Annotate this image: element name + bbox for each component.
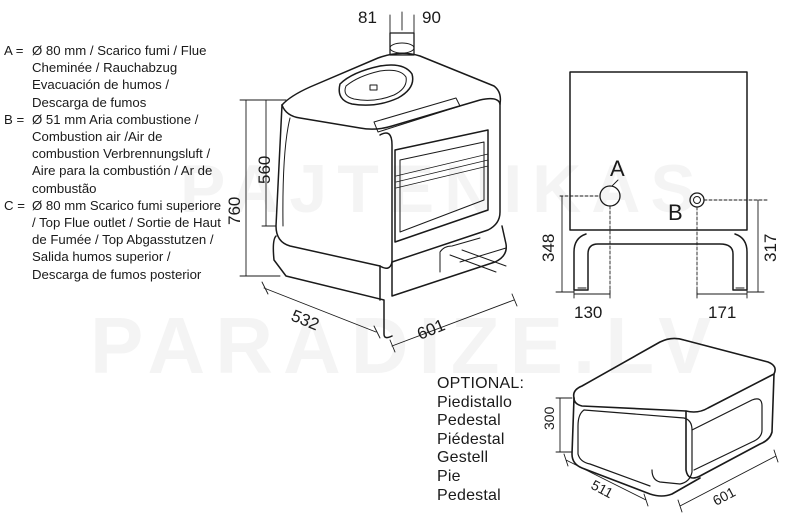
- dim-side-height-a: 348: [539, 234, 558, 262]
- dim-pedestal-height: 300: [541, 406, 557, 430]
- optional-pedestal-drawing: [571, 337, 776, 497]
- dim-line-601-pedestal: [677, 449, 779, 513]
- legend-item-b: B = Ø 51 mm Aria combustione / Combustio…: [4, 111, 222, 197]
- legend-key-b: B =: [4, 111, 25, 127]
- optional-item-3: Piédestal: [437, 430, 505, 448]
- stove-side-face-curve: [282, 117, 291, 227]
- pedestal-front-face: [571, 397, 701, 497]
- stove-hotplate: [338, 64, 414, 106]
- dim-line-760: [239, 99, 281, 277]
- stove-front-panel: [391, 103, 501, 263]
- stove-perspective-view: [272, 32, 508, 339]
- stove-door: [394, 129, 489, 243]
- stove-base-runner: [449, 249, 507, 273]
- stove-base-inner: [439, 237, 507, 273]
- stove-door-louvre: [395, 153, 489, 189]
- back-view-body: [569, 71, 748, 231]
- stove-flue-outlet: [389, 32, 415, 56]
- outlet-a-leader: [611, 179, 619, 187]
- dim-line-130-horizontal: [573, 289, 611, 299]
- legend-text-c: Ø 80 mm Scarico fumi superiore / Top Flu…: [32, 197, 222, 282]
- dim-line-560: [261, 99, 287, 227]
- dim-line-348-vertical: [555, 195, 575, 293]
- pedestal-right-face: [685, 373, 775, 479]
- dim-line-601: [389, 293, 518, 353]
- dim-line-300: [555, 397, 573, 453]
- stove-top-surface: [281, 52, 502, 106]
- dim-line-511: [563, 453, 649, 507]
- pedestal-inner-back: [691, 398, 763, 471]
- dim-line-171-horizontal: [696, 289, 748, 299]
- dim-line-flue-top: [389, 11, 415, 34]
- dim-side-height-b: 317: [761, 234, 780, 262]
- stove-flue-outlet-base: [389, 42, 415, 54]
- stove-back-view: [569, 71, 748, 291]
- legend-item-a: A = Ø 80 mm / Scarico fumi / Flue Chemin…: [4, 42, 222, 111]
- optional-item-2: Pedestal: [437, 412, 501, 430]
- watermark-line-2: PARADIZE.LV: [90, 300, 721, 392]
- optional-item-6: Pedestal: [437, 486, 501, 504]
- outlet-b-inner: [693, 196, 701, 204]
- stove-front-vertical-edge: [379, 132, 393, 269]
- legend-key-c: C =: [4, 197, 25, 213]
- stove-top-grille: [373, 97, 461, 133]
- outlet-b-circle: [689, 192, 705, 208]
- outlet-a-circle: [599, 185, 621, 207]
- back-view-dim-solid: [555, 179, 765, 299]
- dim-body-height: 560: [255, 156, 274, 184]
- stove-hotplate-inner: [344, 69, 407, 101]
- pedestal-opening: [583, 409, 693, 485]
- legend-item-c: C = Ø 80 mm Scarico fumi superiore / Top…: [4, 197, 222, 283]
- dim-side-offset-b: 171: [708, 303, 736, 322]
- stove-base-left-leg: [272, 235, 393, 339]
- legend-text-b: Ø 51 mm Aria combustione / Combustion ai…: [32, 111, 213, 196]
- legend-key-a: A =: [4, 43, 24, 58]
- dim-pedestal-width: 601: [710, 483, 738, 508]
- pedestal-top-face: [572, 337, 776, 413]
- dim-line-532: [261, 281, 381, 339]
- pedestal-dimensions: [555, 397, 779, 513]
- stove-dimensions: [239, 11, 518, 353]
- dim-width: 601: [414, 315, 447, 343]
- stove-top-front-edge: [281, 97, 501, 130]
- dim-flue-left: 81: [358, 8, 377, 27]
- dim-side-offset-a: 130: [574, 303, 602, 322]
- stove-hotplate-knob: [369, 84, 378, 91]
- stove-base-front: [379, 225, 508, 301]
- legend-text-a: Ø 80 mm / Scarico fumi / Flue Cheminée /…: [32, 43, 207, 110]
- outlet-b-label: B: [668, 200, 683, 225]
- optional-item-1: Piedistallo: [437, 393, 513, 411]
- outlet-legend: A = Ø 80 mm / Scarico fumi / Flue Chemin…: [4, 42, 222, 283]
- stove-door-glass: [399, 141, 485, 233]
- dim-total-height: 760: [225, 197, 244, 225]
- optional-item-4: Gestell: [437, 449, 489, 467]
- back-view-dimensions: [559, 195, 769, 297]
- dim-line-317-vertical: [746, 199, 765, 293]
- back-view-pedestal: [573, 233, 748, 291]
- optional-pedestal-list: OPTIONAL: Piedistallo Pedestal Piédestal…: [437, 375, 524, 505]
- optional-item-5: Pie: [437, 467, 461, 485]
- optional-title: OPTIONAL:: [437, 375, 525, 392]
- outlet-a-label: A: [610, 156, 625, 181]
- pedestal-inner-side: [577, 409, 651, 487]
- dim-depth: 532: [289, 306, 322, 334]
- dim-flue-right: 90: [422, 8, 441, 27]
